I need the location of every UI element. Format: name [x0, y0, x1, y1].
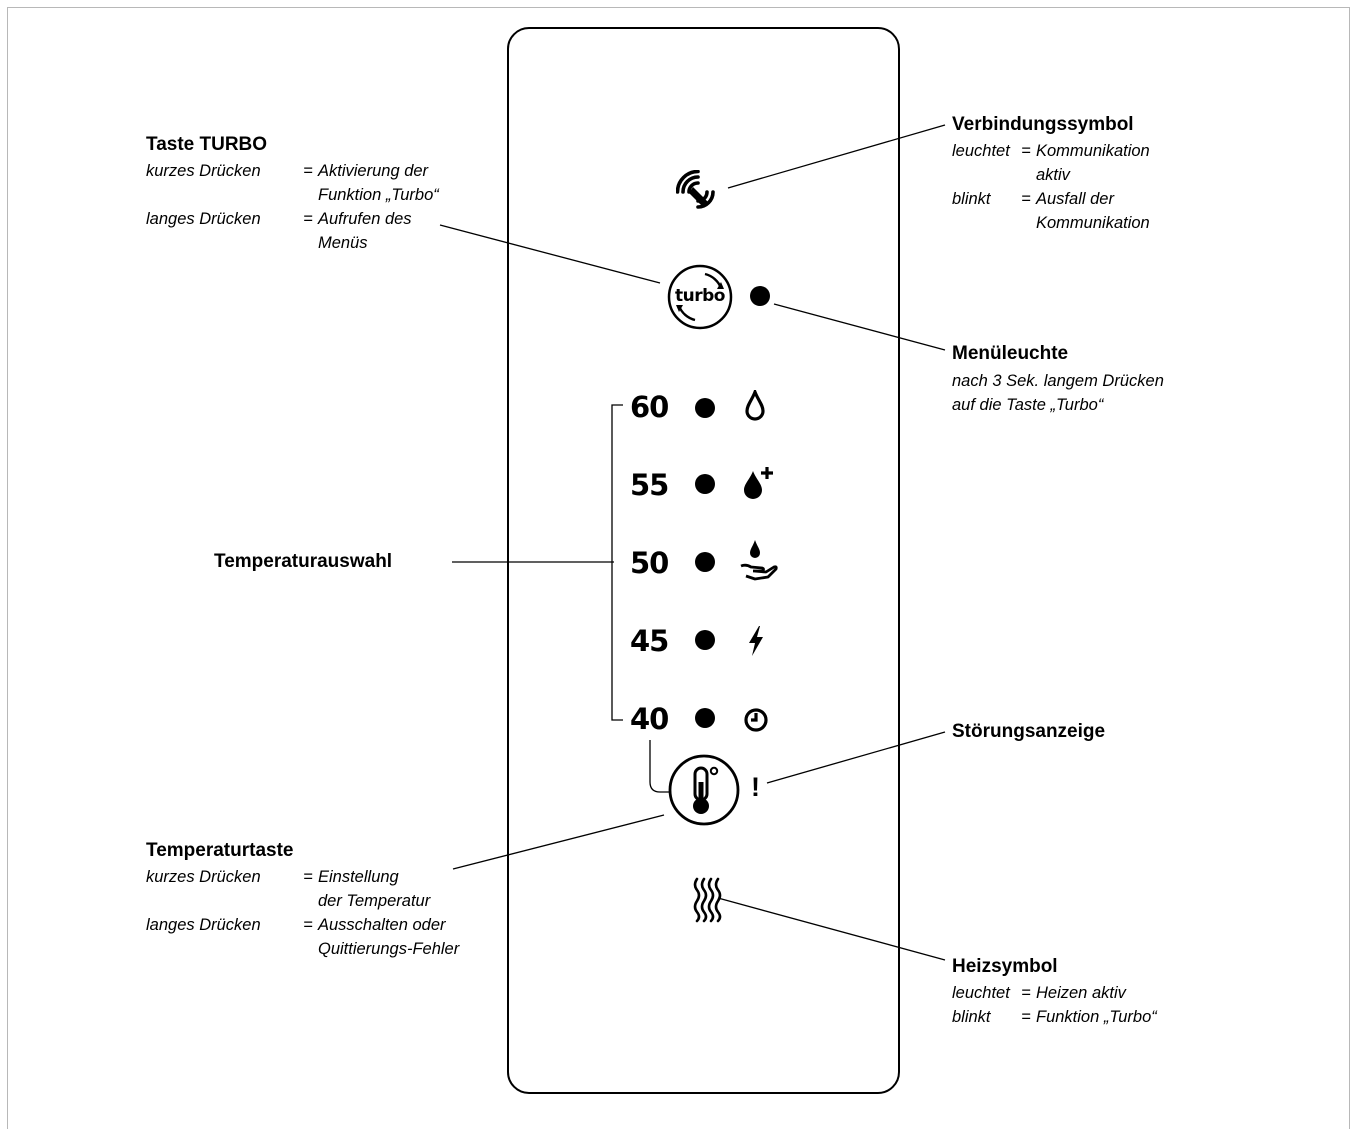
turbo-short-val-1: Aktivierung der — [318, 162, 429, 180]
temp-key-desc: kurzes Drücken=Einstellung der Temperatu… — [146, 868, 460, 958]
turbo-short-val-2: Funktion „Turbo“ — [318, 186, 439, 204]
heating-title: Heizsymbol — [952, 956, 1058, 977]
temp-55-led — [695, 474, 715, 494]
leader-menu-light — [773, 303, 946, 351]
temp-40-label: 40 — [630, 702, 669, 736]
connection-title: Verbindungssymbol — [952, 114, 1134, 135]
leader-connection — [727, 124, 946, 189]
clock-icon — [744, 708, 768, 732]
hand-drop-icon — [740, 540, 778, 581]
connection-desc: leuchtet=Kommunikation aktiv blinkt=Ausf… — [952, 142, 1150, 232]
leader-heating — [717, 897, 946, 961]
turbo-key-title: Taste TURBO — [146, 134, 268, 155]
heating-desc: leuchtet=Heizen aktiv blinkt=Funktion „T… — [952, 984, 1157, 1026]
temp-45-led — [695, 630, 715, 650]
temperature-button[interactable] — [666, 752, 742, 828]
menu-light-desc: nach 3 Sek. langem Drücken auf die Taste… — [952, 372, 1164, 414]
lightning-icon — [749, 626, 763, 656]
fault-title: Störungsanzeige — [952, 721, 1106, 742]
turbo-button-ring — [667, 264, 733, 330]
temp-40-led — [695, 708, 715, 728]
heating-icon — [693, 877, 722, 923]
turbo-button-label: turbo — [675, 286, 725, 306]
temp-50-label: 50 — [630, 546, 669, 580]
leader-40-to-key — [649, 740, 670, 793]
leader-fault — [766, 731, 946, 784]
drop-icon — [745, 390, 765, 421]
temp-50-led — [695, 552, 715, 572]
temp-60-led — [695, 398, 715, 418]
temp-select-title: Temperaturauswahl — [214, 551, 393, 572]
temp-key-title: Temperaturtaste — [146, 840, 294, 861]
temp-bracket — [611, 404, 623, 721]
temp-45-label: 45 — [630, 624, 669, 658]
turbo-long-key: langes Drücken — [146, 210, 261, 228]
leader-temp-key — [452, 814, 665, 870]
control-panel — [507, 27, 900, 1094]
menu-light-title: Menüleuchte — [952, 343, 1069, 364]
temp-60-label: 60 — [630, 390, 669, 424]
temp-55-label: 55 — [630, 468, 669, 502]
turbo-long-val-1: Aufrufen des — [318, 210, 412, 228]
turbo-short-key: kurzes Drücken — [146, 162, 261, 180]
drop-plus-icon — [744, 467, 773, 499]
leader-turbo — [439, 224, 661, 284]
turbo-long-val-2: Menüs — [318, 234, 368, 252]
outer-frame — [7, 7, 1350, 1129]
turbo-button[interactable]: turbo — [665, 262, 735, 332]
menu-led — [750, 286, 770, 306]
connection-icon — [676, 170, 715, 209]
turbo-key-desc: kurzes Drücken=Aktivierung der Funktion … — [146, 159, 439, 255]
fault-indicator: ! — [751, 772, 760, 802]
